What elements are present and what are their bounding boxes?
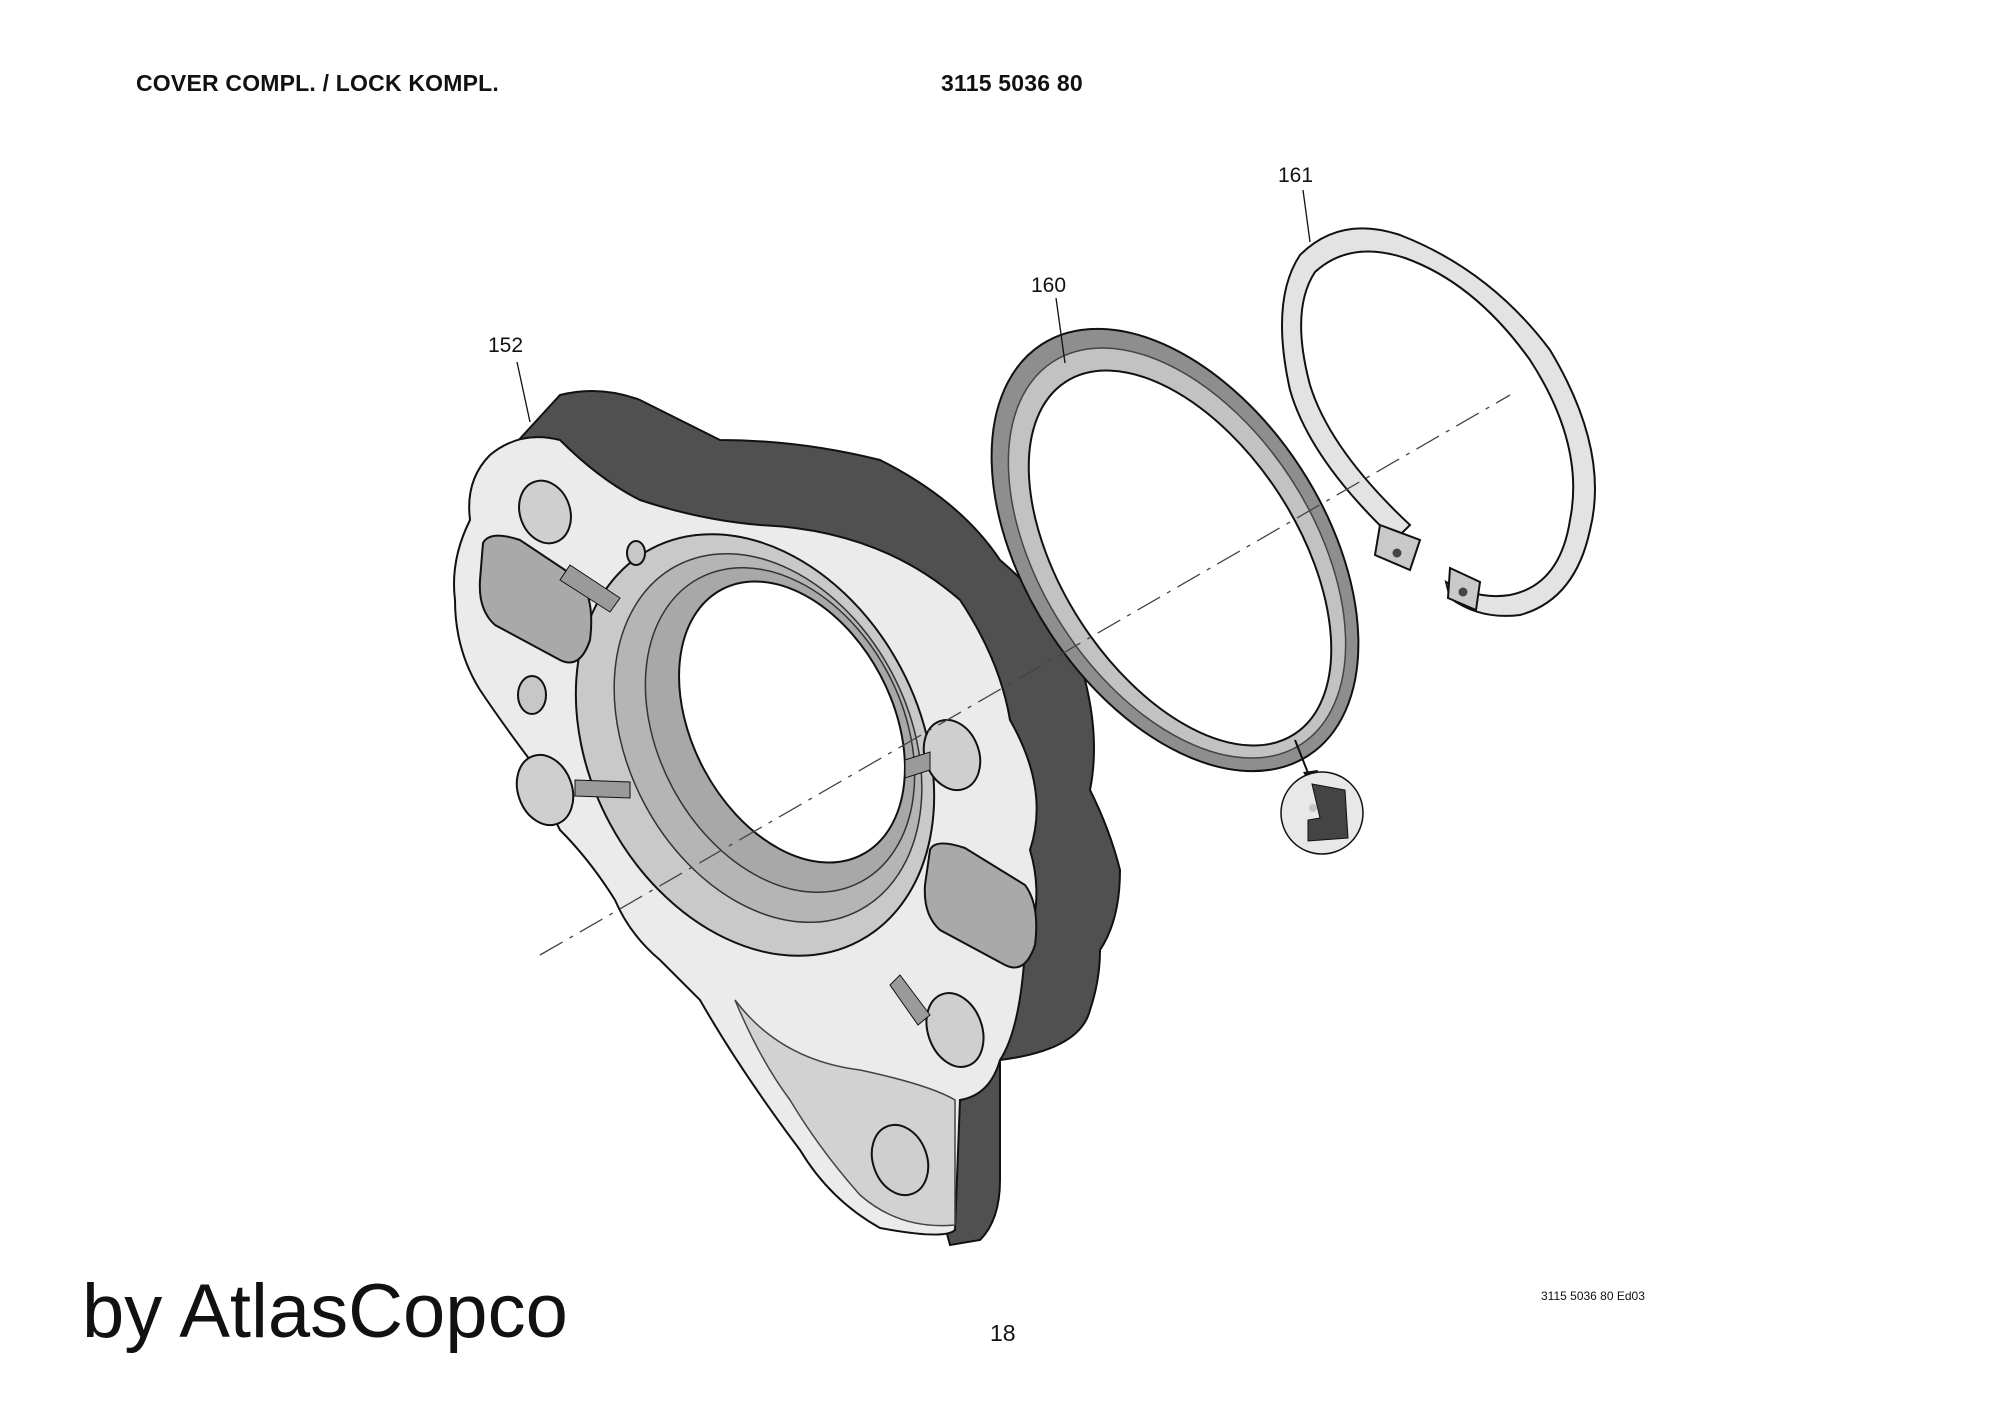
leader-line-152	[516, 361, 531, 423]
leader-line-160	[1055, 297, 1066, 364]
callout-161: 161	[1278, 164, 1313, 187]
edition-code: 3115 5036 80 Ed03	[1541, 1289, 1645, 1303]
page-number: 18	[990, 1320, 1016, 1346]
document-title: COVER COMPL. / LOCK KOMPL.	[136, 70, 499, 96]
brand-watermark: by AtlasCopco	[82, 1269, 568, 1354]
circlip-part	[1281, 227, 1596, 617]
axis-centerline	[539, 394, 1511, 956]
seal-section-detail	[1280, 739, 1364, 855]
part-number: 3115 5036 80	[941, 70, 1083, 96]
callout-160: 160	[1031, 274, 1066, 297]
seal-part	[990, 327, 1360, 773]
callout-152: 152	[488, 334, 523, 357]
leader-line-161	[1302, 189, 1311, 243]
